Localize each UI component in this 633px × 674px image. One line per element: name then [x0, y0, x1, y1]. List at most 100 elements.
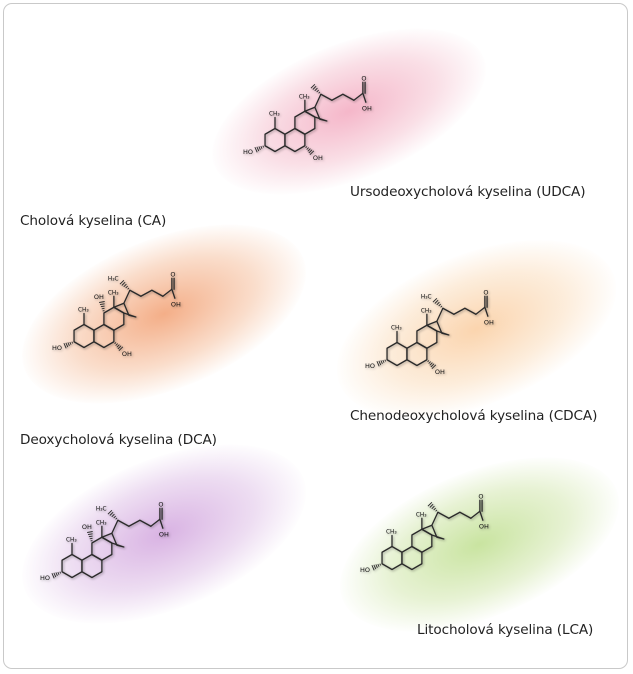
c3-hydroxyl-bond-hash — [63, 343, 67, 349]
c12-hydroxyl-bond — [99, 301, 105, 312]
c3-hydroxyl-bond-hash — [55, 572, 58, 577]
c3-hydroxyl-bond-hash — [371, 565, 375, 571]
c7-hydroxyl-bond — [114, 342, 124, 352]
figure-frame: Ursodeoxycholová kyselina (UDCA) Cholová… — [3, 3, 628, 669]
side-chain-bond — [431, 511, 439, 526]
c7-oh-label: OH — [435, 368, 445, 376]
c3-ho-label: HO — [360, 566, 370, 574]
carboxyl-bond — [150, 518, 161, 527]
c10-ch3-label: CH₃ — [391, 326, 402, 332]
side-chain-bond — [464, 307, 477, 315]
c7-hydroxyl-bond-hash — [308, 149, 313, 154]
c7-hydroxyl-bond-hash — [429, 362, 433, 366]
c3-hydroxyl-bond-hash — [373, 564, 377, 570]
side-chain-bond — [140, 289, 153, 297]
c3-ho-label: HO — [365, 362, 375, 370]
carboxyl-bond — [162, 288, 173, 297]
c21-methyl-bond-hash — [310, 83, 316, 89]
ring-a — [264, 127, 286, 153]
c12-hydroxyl-bond-hash — [99, 303, 105, 306]
c21-methyl-bond-hash — [318, 91, 321, 94]
carboxyl-oh-bond — [362, 92, 367, 103]
c3-hydroxyl-bond-hash — [382, 359, 385, 363]
carboxyl-oh-label: OH — [479, 522, 489, 530]
ring-a — [73, 323, 95, 349]
c7-hydroxyl-bond-hash — [116, 344, 120, 348]
c3-hydroxyl-bond-hash — [262, 145, 265, 148]
udca-caption: Ursodeoxycholová kyselina (UDCA) — [350, 184, 586, 200]
carboxyl-oh-bond — [159, 518, 164, 529]
lca-structure: HO CH₃ CH₃ O OH — [360, 492, 489, 574]
c7-oh-label: OH — [122, 350, 132, 358]
side-chain-bond — [437, 511, 450, 519]
c12-hydroxyl-bond — [87, 531, 93, 542]
c7-hydroxyl-bond-hash — [117, 345, 122, 350]
c21-methyl-bond-hash — [438, 303, 442, 307]
c21-methyl-bond-hash — [433, 507, 437, 511]
ring-d — [101, 532, 125, 548]
c7-hydroxyl-bond-hash — [118, 346, 124, 352]
c3-hydroxyl-bond-hash — [57, 571, 60, 575]
side-chain-bond — [342, 93, 355, 101]
c21-methyl-bond — [432, 297, 443, 308]
ring-a — [381, 545, 403, 571]
c3-hydroxyl-bond — [376, 359, 387, 367]
c10-ch3-label: CH₃ — [78, 308, 89, 314]
ring-d — [421, 524, 445, 540]
c3-hydroxyl-bond-hash — [378, 360, 382, 366]
c21-methyl-bond — [119, 279, 130, 290]
carboxyl-bond — [470, 510, 481, 519]
c21-methyl-bond-hash — [316, 89, 320, 93]
c7-hydroxyl-bond-hash — [430, 363, 435, 368]
c21-methyl-bond-hash — [431, 505, 435, 510]
c7-hydroxyl-bond-hash — [309, 150, 315, 156]
side-chain-bond — [314, 93, 322, 108]
c12-oh-label: OH — [82, 523, 92, 531]
side-chain-bond — [111, 519, 119, 534]
c3-hydroxyl-bond — [63, 341, 74, 349]
carbonyl-o-label: O — [478, 492, 483, 500]
c10-ch3-label: CH₃ — [386, 530, 397, 536]
c21-methyl-bond — [310, 83, 321, 94]
c3-hydroxyl-bond-hash — [59, 571, 62, 574]
c21-methyl-bond-hash — [107, 509, 113, 515]
c7-hydroxyl-bond-hash — [431, 364, 437, 370]
side-chain-bond — [448, 511, 461, 519]
c3-hydroxyl-bond — [51, 571, 62, 579]
carboxyl-oh-bond — [479, 510, 484, 521]
c21-methyl-bond-hash — [123, 283, 127, 288]
c13-ch3-label: CH₃ — [416, 512, 427, 518]
c21-methyl-bond — [107, 509, 118, 520]
c3-hydroxyl-bond-hash — [53, 572, 57, 578]
carboxyl-bond — [353, 92, 364, 101]
c7-hydroxyl-bond-hash — [307, 148, 311, 152]
c21-methyl-bond-hash — [427, 501, 433, 507]
carboxyl-oh-label: OH — [362, 104, 372, 112]
side-chain-bond — [123, 289, 131, 304]
ring-a — [386, 341, 408, 367]
c13-ch3-label: CH₃ — [299, 94, 310, 100]
c3-hydroxyl-bond-hash — [258, 146, 261, 151]
dca-caption: Deoxycholová kyselina (DCA) — [20, 432, 217, 448]
c7-hydroxyl-bond-hash — [305, 146, 308, 149]
side-chain-bond — [331, 93, 344, 101]
c21-methyl-bond-hash — [440, 305, 443, 308]
c21-methyl-bond-hash — [434, 299, 439, 304]
c13-ch3-label: CH₃ — [421, 308, 432, 314]
c3-ho-label: HO — [52, 344, 62, 352]
carbonyl-o-label: O — [361, 74, 366, 82]
carboxyl-oh-label: OH — [484, 318, 494, 326]
c12-hydroxyl-bond-hash — [88, 535, 93, 538]
c21-methyl-bond-hash — [429, 503, 434, 508]
side-chain-bond — [128, 519, 141, 527]
c3-hydroxyl-bond-hash — [65, 342, 69, 348]
c21-methyl-bond-hash — [109, 511, 114, 516]
carbonyl-o-label: O — [483, 288, 488, 296]
side-chain-bond — [129, 289, 142, 297]
c3-ho-label: HO — [243, 148, 253, 156]
cdca-caption: Chenodeoxycholová kyselina (CDCA) — [350, 408, 598, 424]
